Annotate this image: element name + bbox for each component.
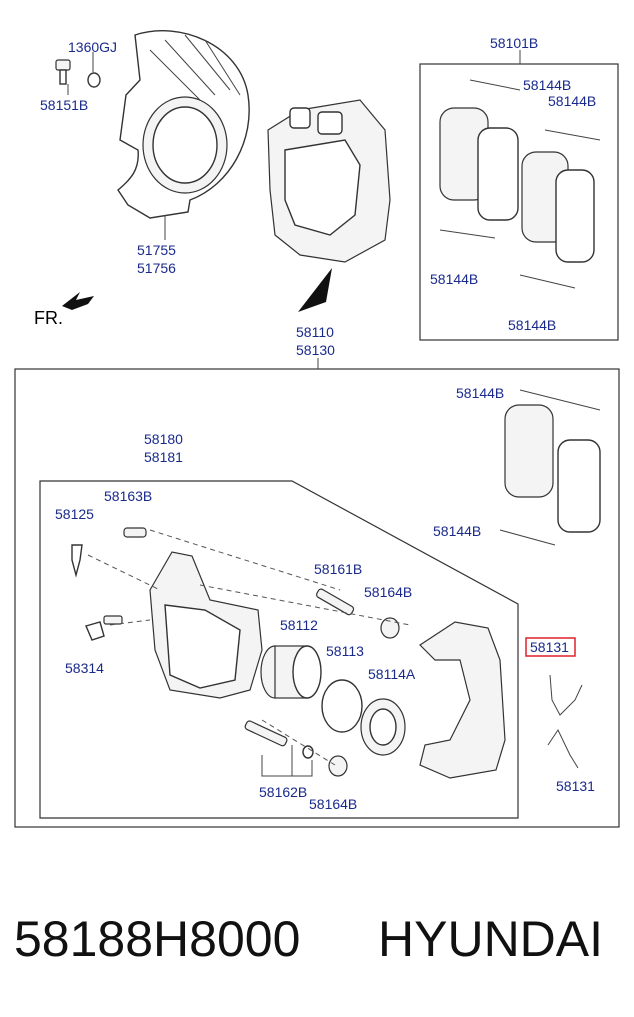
pin-boot-58164b-part [380, 617, 400, 639]
callout-51756: 51756 [137, 260, 176, 276]
callout-58164b-a: 58164B [364, 584, 412, 600]
callout-58130: 58130 [296, 342, 335, 358]
caliper-body-part [149, 551, 263, 699]
guide-pin-58162b-part [244, 720, 288, 747]
callout-58314: 58314 [65, 660, 104, 676]
callout-58144b-a: 58144B [523, 77, 571, 93]
piston-part [260, 645, 322, 699]
callout-51755: 51755 [137, 242, 176, 258]
piston-seal-part [321, 679, 363, 733]
pin-boot-58164b-lower-part [328, 755, 348, 777]
spring-clip-upper-part [549, 674, 583, 716]
brake-pad-set-top [439, 79, 601, 289]
footer-caption: 58188H8000 HYUNDAI [0, 900, 634, 980]
washer-1360gj-part [87, 72, 101, 88]
bleeder-screw-part [103, 615, 123, 625]
callout-58144b-e: 58144B [456, 385, 504, 401]
caliper-assembly-frame [14, 368, 620, 828]
callout-58181: 58181 [144, 449, 183, 465]
callout-58125: 58125 [55, 506, 94, 522]
brake-caliper-exploded-diagram: FR. 1360GJ 58151B 51755 51756 58101B 581… [14, 30, 620, 828]
guide-pin-58161b-part [315, 588, 355, 616]
leader-lines [67, 50, 521, 777]
callout-58131: 58131 [556, 778, 595, 794]
callout-58114a: 58114A [368, 666, 416, 682]
fr-direction-arrow [62, 292, 94, 310]
callout-58131-highlighted: 58131 [530, 639, 569, 655]
caliper-carrier-part [419, 621, 506, 779]
callout-58151b: 58151B [40, 97, 88, 113]
callout-58144b-c: 58144B [430, 271, 478, 287]
callout-58162b: 58162B [259, 784, 307, 800]
callout-58110: 58110 [296, 324, 334, 340]
caliper-assembly-top-part [267, 99, 391, 263]
bleeder-cap-58314-part [85, 621, 105, 641]
callout-58112: 58112 [280, 617, 318, 633]
bolt-58163b-part [123, 527, 147, 538]
callout-1360gj: 1360GJ [68, 39, 117, 55]
assembly-dash-lines [87, 529, 411, 766]
bolt-small-part [302, 745, 314, 759]
arrow-to-assembly [298, 268, 332, 312]
spring-clip-lower-part [547, 728, 579, 769]
callout-58180: 58180 [144, 431, 183, 447]
callout-58144b-b: 58144B [548, 93, 596, 109]
callout-58144b-d: 58144B [508, 317, 556, 333]
callout-58144b-f: 58144B [433, 523, 481, 539]
bleeder-58125-part [71, 544, 83, 578]
brand-label: HYUNDAI [378, 911, 604, 967]
bolt-58151b-part [55, 59, 71, 85]
pad-kit-frame [419, 63, 619, 341]
fr-direction-label: FR. [34, 308, 63, 328]
callout-58113: 58113 [326, 643, 364, 659]
callout-58163b: 58163B [104, 488, 152, 504]
brake-pad-set-lower [499, 389, 601, 546]
callout-58164b-b: 58164B [309, 796, 357, 812]
caliper-body-frame [39, 480, 519, 819]
dust-shield-part [117, 30, 250, 219]
callout-58101b: 58101B [490, 35, 538, 51]
part-number-label: 58188H8000 [14, 911, 301, 967]
callout-58161b: 58161B [314, 561, 362, 577]
highlight-box-58131 [525, 637, 576, 657]
